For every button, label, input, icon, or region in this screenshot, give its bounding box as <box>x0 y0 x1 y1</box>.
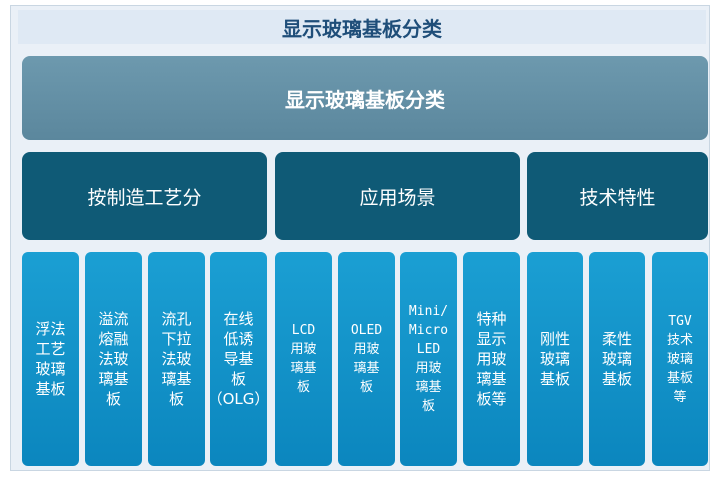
category-technical-feature: 技术特性 <box>527 152 708 240</box>
page-title: 显示玻璃基板分类 <box>18 10 706 44</box>
leaf-rigid: 刚性 玻璃 基板 <box>527 252 583 466</box>
leaf-label: 溢流 熔融 法玻 璃基 板 <box>98 310 129 408</box>
leaf-special-display: 特种 显示 用玻 璃基 板等 <box>463 252 520 466</box>
leaf-slot-down-draw: 流孔 下拉 法玻 璃基 板 <box>148 252 205 466</box>
leaf-mini-micro-led: Mini/ Micro LED 用玻 璃基 板 <box>400 252 457 466</box>
root-node: 显示玻璃基板分类 <box>22 56 708 140</box>
leaf-label: 流孔 下拉 法玻 璃基 板 <box>161 310 192 408</box>
leaf-label: 刚性 玻璃 基板 <box>539 330 570 388</box>
leaf-overflow-fusion: 溢流 熔融 法玻 璃基 板 <box>85 252 142 466</box>
leaf-label: 在线 低诱 导基 板 （OLG） <box>207 310 270 408</box>
leaf-olg: 在线 低诱 导基 板 （OLG） <box>207 252 270 466</box>
leaf-oled: OLED 用玻 璃基 板 <box>338 252 395 466</box>
leaf-flexible: 柔性 玻璃 基板 <box>589 252 645 466</box>
leaf-float-glass: 浮法 工艺 玻璃 基板 <box>22 252 79 466</box>
leaf-label: OLED 用玻 璃基 板 <box>350 323 383 395</box>
leaf-lcd: LCD 用玻 璃基 板 <box>275 252 332 466</box>
leaf-tgv: TGV 技术 玻璃 基板 等 <box>652 252 708 466</box>
leaf-label: 特种 显示 用玻 璃基 板等 <box>476 310 507 408</box>
leaf-label: LCD 用玻 璃基 板 <box>290 323 317 395</box>
leaf-label: TGV 技术 玻璃 基板 等 <box>666 313 693 405</box>
category-manufacturing-process: 按制造工艺分 <box>22 152 267 240</box>
leaf-label: 柔性 玻璃 基板 <box>601 330 632 388</box>
leaf-label: 浮法 工艺 玻璃 基板 <box>35 320 66 398</box>
leaf-label: Mini/ Micro LED 用玻 璃基 板 <box>408 304 449 414</box>
category-application-scenario: 应用场景 <box>275 152 520 240</box>
